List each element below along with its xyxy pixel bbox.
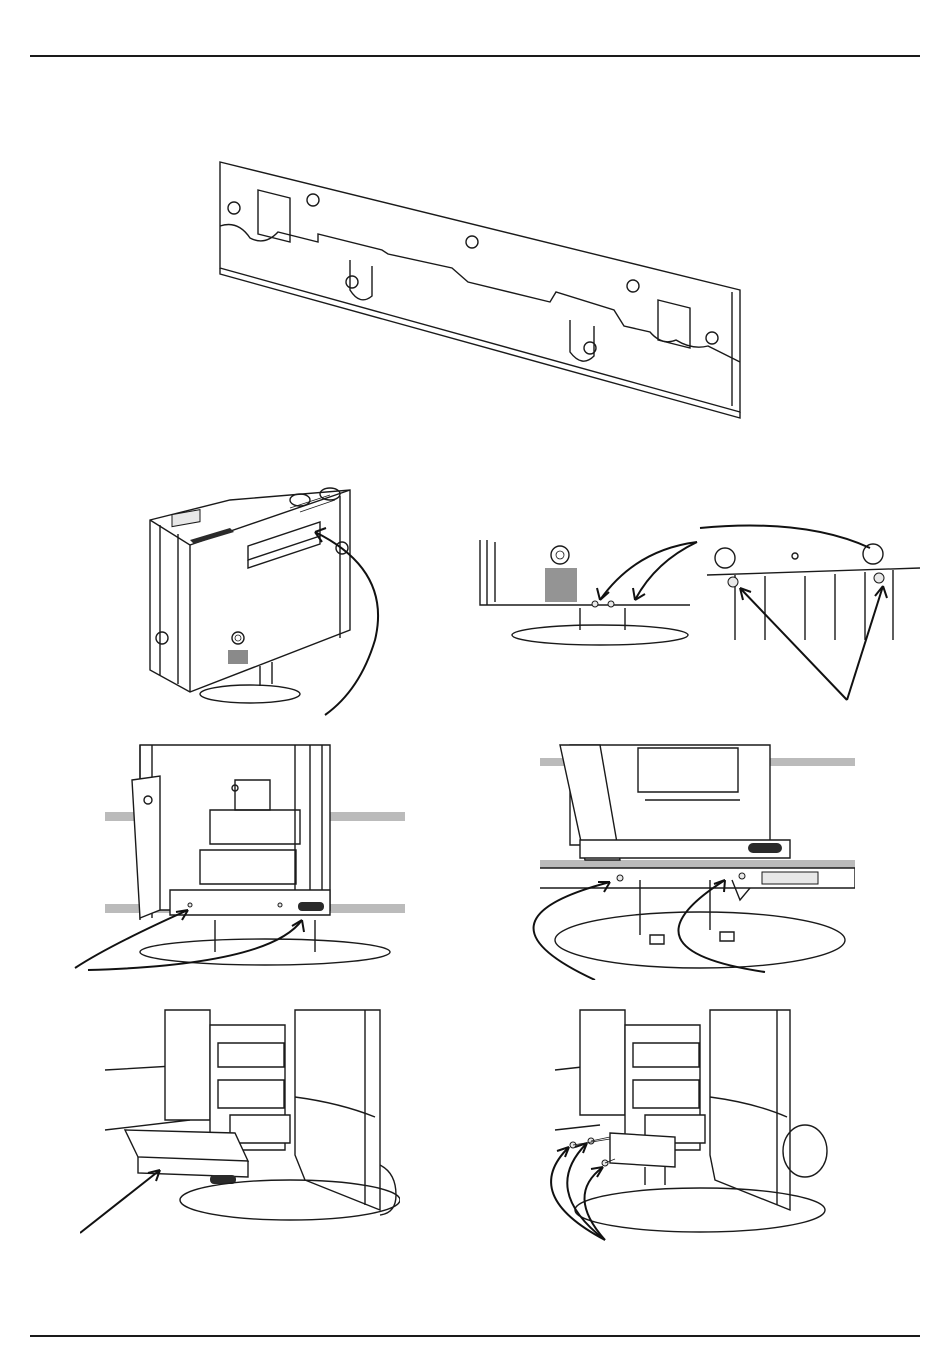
plinth-detail-drawing (510, 740, 855, 980)
screw-detail-drawing (475, 520, 925, 705)
stove-rear-drawing (130, 470, 390, 720)
plinth-cover-drawing (80, 1005, 400, 1240)
wall-bracket-drawing (210, 150, 750, 430)
footer-rule (30, 1335, 920, 1337)
stove-front-drawing (70, 740, 415, 975)
cover-screws-drawing (525, 1005, 845, 1245)
header-rule (30, 55, 920, 57)
